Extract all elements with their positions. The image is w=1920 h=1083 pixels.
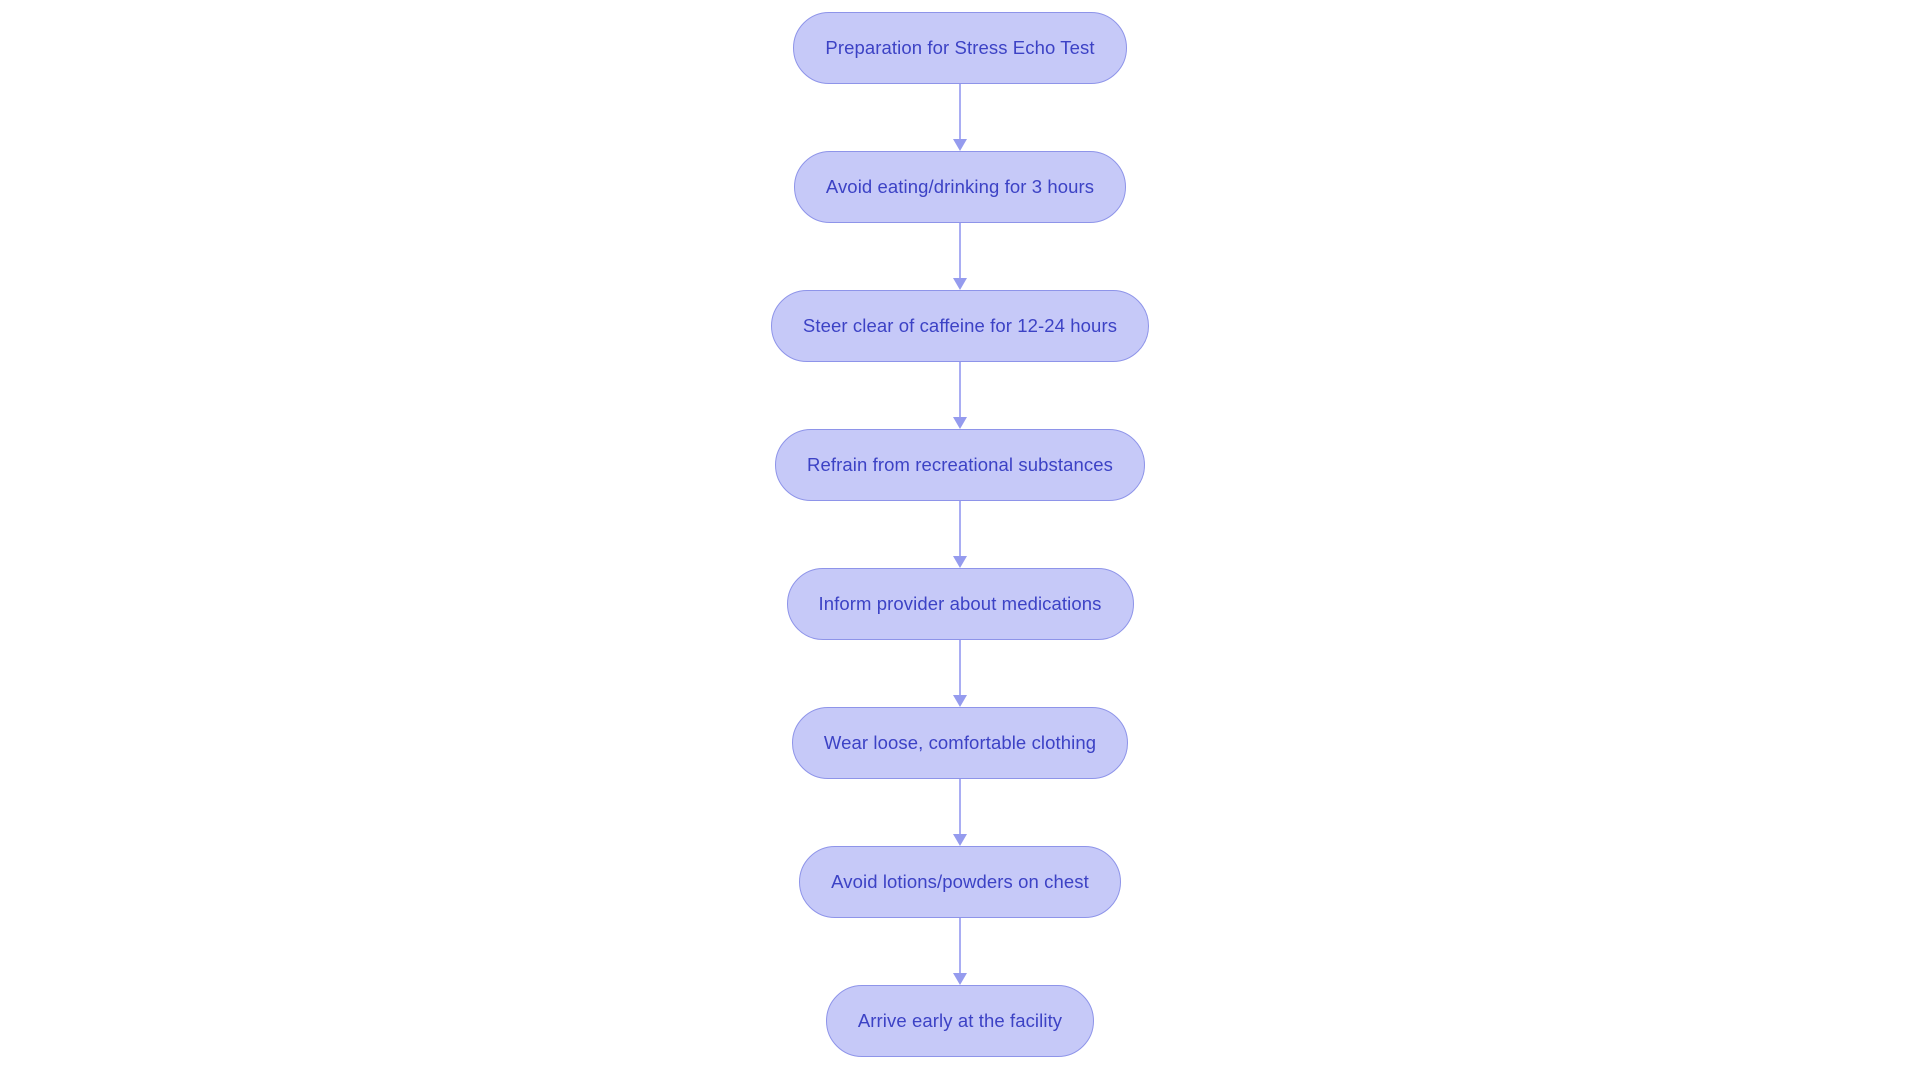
arrow-line [958, 84, 962, 140]
arrow-line [958, 223, 962, 279]
flow-node-preparation: Preparation for Stress Echo Test [793, 12, 1127, 84]
arrowhead-down-icon [953, 695, 967, 707]
flow-node-wear-comfortable-clothing: Wear loose, comfortable clothing [791, 707, 1129, 779]
connector-4 [953, 501, 967, 568]
flow-node-label: Wear loose, comfortable clothing [823, 732, 1097, 753]
connector-6 [953, 779, 967, 846]
arrowhead-down-icon [953, 417, 967, 429]
flow-node-avoid-caffeine: Steer clear of caffeine for 12-24 hours [770, 290, 1150, 362]
flow-node-refrain-recreational-substances: Refrain from recreational substances [775, 429, 1145, 501]
arrow-line [958, 362, 962, 418]
arrowhead-down-icon [953, 139, 967, 151]
flow-node-inform-provider-medications: Inform provider about medications [786, 568, 1134, 640]
flow-node-label: Arrive early at the facility [857, 1010, 1063, 1031]
arrow-line [958, 779, 962, 835]
flow-node-label: Inform provider about medications [818, 593, 1102, 614]
flow-node-label: Avoid eating/drinking for 3 hours [825, 176, 1095, 197]
connector-1 [953, 84, 967, 151]
arrowhead-down-icon [953, 556, 967, 568]
flow-node-avoid-eating-drinking: Avoid eating/drinking for 3 hours [793, 151, 1127, 223]
flow-node-label: Steer clear of caffeine for 12-24 hours [802, 315, 1118, 336]
arrowhead-down-icon [953, 973, 967, 985]
arrowhead-down-icon [953, 834, 967, 846]
flow-node-label: Preparation for Stress Echo Test [825, 37, 1095, 58]
connector-2 [953, 223, 967, 290]
flow-node-avoid-lotions-powders: Avoid lotions/powders on chest [799, 846, 1121, 918]
flow-node-label: Refrain from recreational substances [807, 454, 1113, 475]
arrow-line [958, 501, 962, 557]
connector-3 [953, 362, 967, 429]
arrow-line [958, 918, 962, 974]
arrowhead-down-icon [953, 278, 967, 290]
flow-node-label: Avoid lotions/powders on chest [831, 871, 1089, 892]
arrow-line [958, 640, 962, 696]
flow-node-arrive-early: Arrive early at the facility [825, 985, 1095, 1057]
connector-5 [953, 640, 967, 707]
connector-7 [953, 918, 967, 985]
